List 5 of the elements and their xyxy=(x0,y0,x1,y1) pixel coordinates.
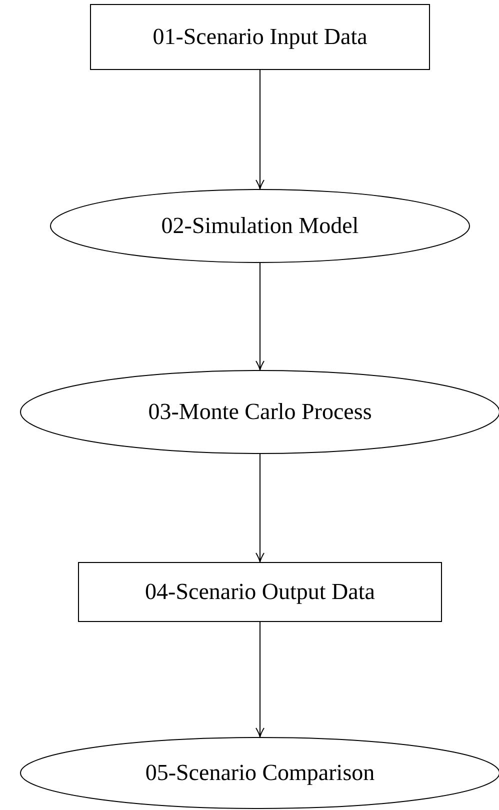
node-label: 04-Scenario Output Data xyxy=(145,579,375,605)
node-label: 05-Scenario Comparison xyxy=(145,760,375,786)
node-label: 02-Simulation Model xyxy=(161,213,359,239)
node-label: 01-Scenario Input Data xyxy=(152,24,368,50)
node-label: 03-Monte Carlo Process xyxy=(148,399,372,425)
